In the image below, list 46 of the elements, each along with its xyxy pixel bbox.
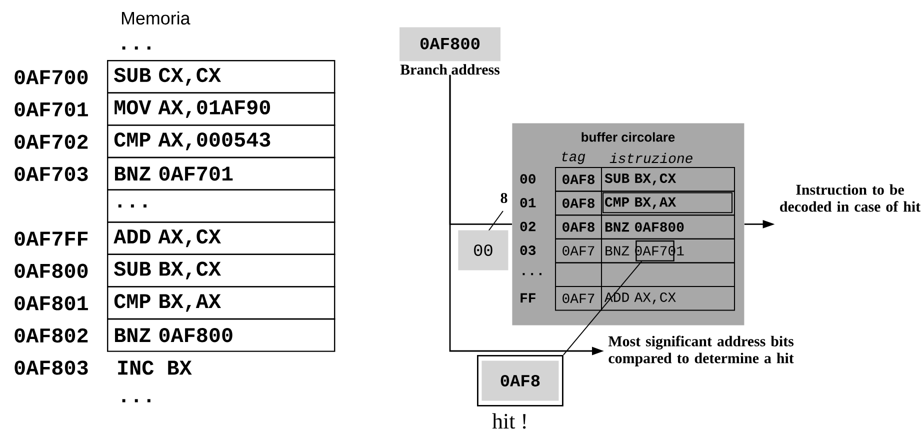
index-box: 00 <box>458 230 508 270</box>
table-cell: SUB BX,CX <box>601 167 735 192</box>
title: Memoria <box>122 11 190 25</box>
ellipsis: ... <box>122 399 150 402</box>
memory-cell: CMP BX,AX <box>107 286 336 320</box>
column-header: tag <box>562 152 586 164</box>
memory-cell: ... <box>107 189 336 223</box>
memory-cell: MOV AX,01AF90 <box>107 92 336 126</box>
address-label: 0AF800 <box>14 264 88 278</box>
note-text: Instruction to be decoded in case of hit <box>780 184 920 212</box>
hit-label: hit ! <box>492 413 526 429</box>
memory-cell: SUB BX,CX <box>107 254 336 288</box>
tag-box: 0AF8 <box>477 355 564 406</box>
instruction-text: INC BX <box>118 360 192 375</box>
row-index: 01 <box>520 198 536 208</box>
row-index: FF <box>520 293 536 302</box>
column-header: istruzione <box>610 152 692 164</box>
table-cell: CMP BX,AX <box>601 190 735 216</box>
address-label: 0AF801 <box>14 296 88 310</box>
row-index: 00 <box>520 174 536 184</box>
address-label: 0AF7FF <box>14 232 88 246</box>
connector <box>562 260 642 356</box>
table-cell: 0AF8 <box>555 214 602 240</box>
address-label: 0AF700 <box>14 70 88 84</box>
memory-cell: ADD AX,CX <box>107 222 336 255</box>
table-cell: 0AF7 <box>555 286 602 311</box>
row-index: 02 <box>520 222 536 232</box>
address-label: 0AF703 <box>14 166 88 182</box>
node-label: Branch address <box>400 64 500 75</box>
note-text: Most significant address bits compared to determine a hit <box>608 336 794 366</box>
memory-cell: BNZ 0AF701 <box>107 156 336 190</box>
address-label: 0AF803 <box>14 360 88 375</box>
address-label: 0AF702 <box>14 134 88 149</box>
ellipsis: ... <box>122 46 150 50</box>
table-cell: 0AF8 <box>555 190 602 216</box>
address-box: 0AF800 Branch address <box>400 27 500 75</box>
address-label: 0AF802 <box>14 328 88 343</box>
table-cell: BNZ 0AF800 <box>601 214 735 240</box>
address-label: 0AF701 <box>14 102 88 116</box>
row-index: ... <box>522 273 542 276</box>
memory-cell: SUB CX,CX <box>107 60 336 94</box>
table-cell: 0AF8 <box>555 167 602 192</box>
memory-cell: CMP AX,000543 <box>107 124 336 158</box>
table-cell: 0AF7 <box>555 238 602 264</box>
memory-cell: BNZ 0AF800 <box>107 318 336 352</box>
bus-width-label: 8 <box>500 192 508 204</box>
